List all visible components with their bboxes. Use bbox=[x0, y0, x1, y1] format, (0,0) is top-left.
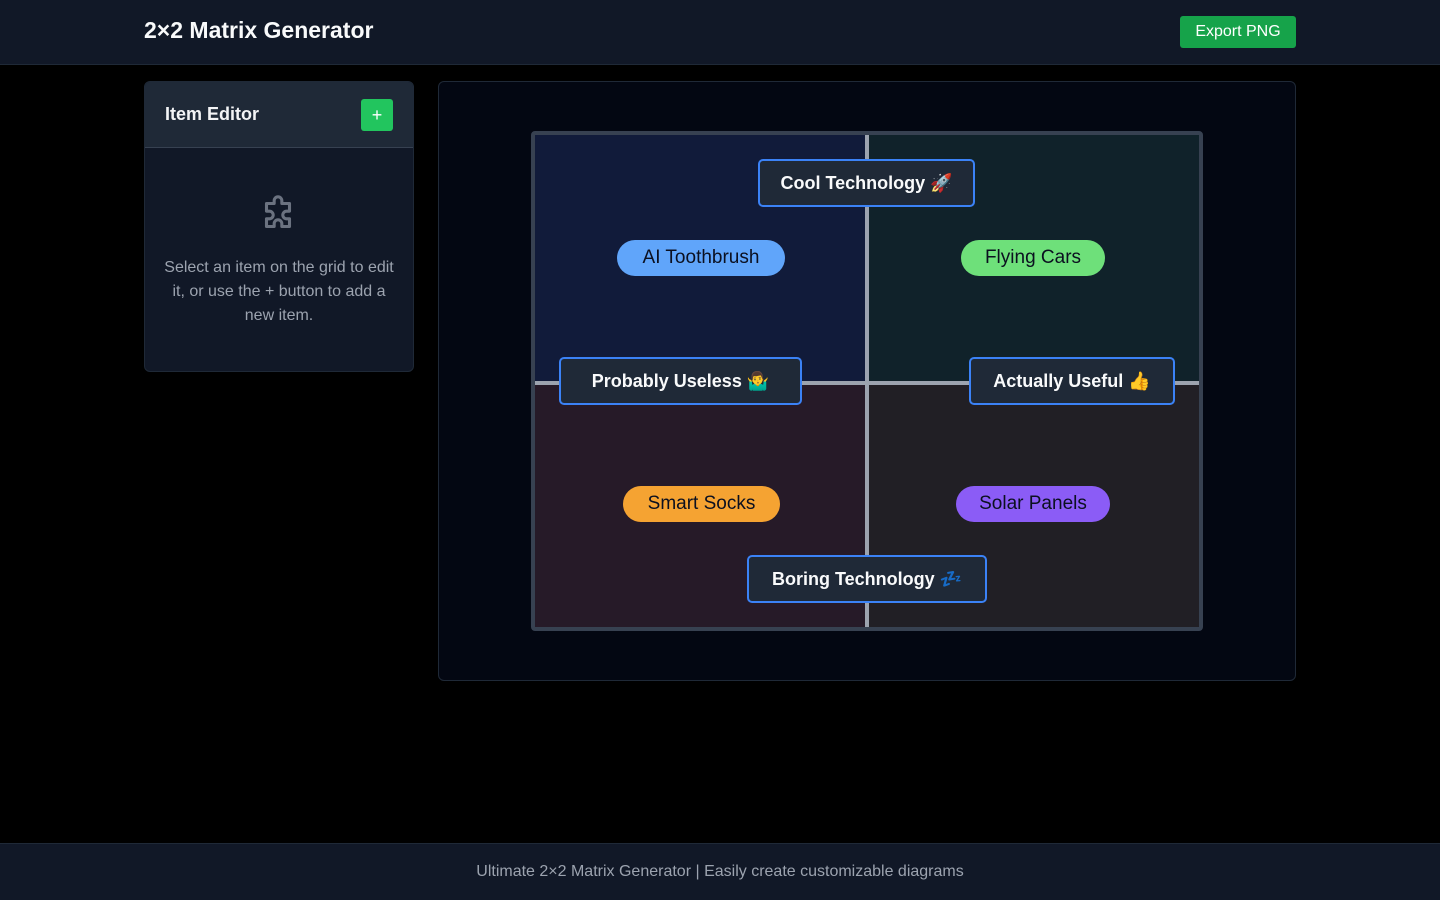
matrix-item-smart-socks[interactable]: Smart Socks bbox=[623, 486, 780, 522]
matrix-item-ai-toothbrush[interactable]: AI Toothbrush bbox=[617, 240, 785, 276]
item-editor-panel: Item Editor + Select an item on the grid… bbox=[144, 81, 414, 372]
item-editor-header: Item Editor + bbox=[145, 82, 413, 148]
app-title: 2×2 Matrix Generator bbox=[144, 17, 374, 43]
matrix-item-flying-cars[interactable]: Flying Cars bbox=[961, 240, 1105, 276]
export-png-button[interactable]: Export PNG bbox=[1180, 16, 1296, 48]
item-editor-hint: Select an item on the grid to edit it, o… bbox=[164, 259, 394, 324]
app-header: 2×2 Matrix Generator Export PNG bbox=[0, 0, 1440, 65]
puzzle-icon bbox=[264, 195, 292, 229]
item-editor-title: Item Editor bbox=[165, 104, 260, 124]
app-footer: Ultimate 2×2 Matrix Generator | Easily c… bbox=[0, 843, 1440, 900]
add-item-button[interactable]: + bbox=[361, 99, 393, 131]
matrix-item-solar-panels[interactable]: Solar Panels bbox=[956, 486, 1110, 522]
axis-label-top[interactable]: Cool Technology 🚀 bbox=[758, 159, 975, 207]
axis-label-bottom[interactable]: Boring Technology 💤 bbox=[747, 555, 987, 603]
axis-label-right[interactable]: Actually Useful 👍 bbox=[969, 357, 1175, 405]
horizontal-axis bbox=[535, 381, 1199, 385]
axis-label-left[interactable]: Probably Useless 🤷‍♂️ bbox=[559, 357, 802, 405]
